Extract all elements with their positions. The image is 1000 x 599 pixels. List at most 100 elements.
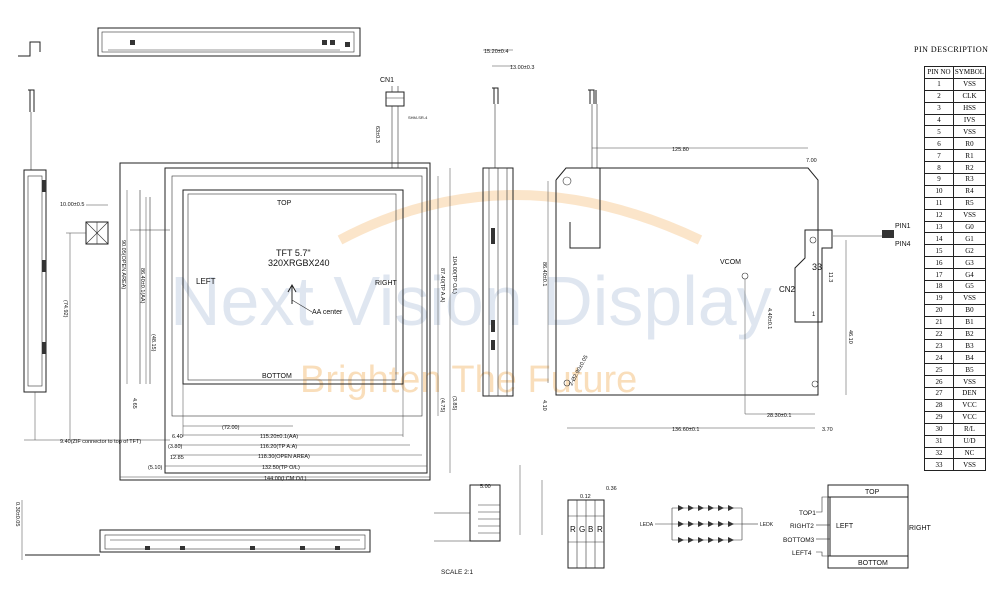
cn1-part: SHM-SR-4 xyxy=(408,115,428,120)
pin-number: 4 xyxy=(924,113,954,127)
pin-symbol: G1 xyxy=(953,232,986,246)
dim-tp-ol-height: 104.00(TP O/L) xyxy=(451,256,457,294)
pin-number: 11 xyxy=(924,196,954,210)
led-array xyxy=(678,505,734,543)
pin-symbol: G3 xyxy=(953,256,986,270)
watermark-arc xyxy=(337,190,703,245)
dim-aa-width: 115.20±0.1(AA) xyxy=(260,434,298,440)
pin-symbol: R5 xyxy=(953,196,986,210)
dim-aa-height: 86.40±0.1(AA) xyxy=(139,268,145,304)
dim-hole-spacing-h: 136.60±0.1 xyxy=(672,427,700,433)
pin-symbol: B1 xyxy=(953,315,986,329)
dim-half-height: (48.15) xyxy=(150,334,156,352)
pin-symbol: VSS xyxy=(953,458,986,472)
pin-number: 7 xyxy=(924,149,954,163)
pin-symbol: VSS xyxy=(953,77,986,91)
aa-center-label: AA center xyxy=(312,309,343,316)
touch-top-label: TOP xyxy=(865,489,880,496)
pin-number: 9 xyxy=(924,173,954,186)
touch-right-label: RIGHT xyxy=(909,525,932,532)
dim-offset-c: 12.85 xyxy=(170,455,184,461)
back-view: PIN1 PIN4 33 CN2 1 VCOM 125.80 7.00 86.4… xyxy=(541,89,911,433)
touch-left-label: LEFT xyxy=(836,523,854,530)
pin-number: 12 xyxy=(924,208,954,222)
zif-dimension: 9.40(ZIF connector to top of TFT) xyxy=(60,439,141,445)
pin-one-marker: 1 xyxy=(812,312,816,318)
pin-symbol: R4 xyxy=(953,184,986,198)
pin-number: 16 xyxy=(924,256,954,270)
pin-symbol: G5 xyxy=(953,280,986,293)
dim-right-margin: 3.70 xyxy=(822,427,833,433)
dim-vcom-height: 4.40±0.1 xyxy=(766,308,772,329)
side-thickness-total: 15.20±0.4 xyxy=(484,49,508,55)
pin-number: 24 xyxy=(924,351,954,365)
dim-cn2-height: 11.3 xyxy=(827,272,833,282)
pin1-label: PIN1 xyxy=(895,223,911,230)
pin-symbol: CLK xyxy=(953,89,986,103)
side-thickness-lcm: 13.00±0.3 xyxy=(510,65,534,71)
dim-tp-bottom-a: (4.75) xyxy=(439,398,445,413)
pin-number: 25 xyxy=(924,363,954,377)
cn1-connector: CN1 SHM-SR-4 63±0.3 xyxy=(374,77,428,168)
tft-size: TFT 5.7" xyxy=(276,248,311,258)
pin-symbol: VSS xyxy=(953,208,986,222)
watermark-brand: Next Vision Display xyxy=(170,262,772,340)
front-top-label: TOP xyxy=(277,200,292,207)
active-area xyxy=(182,189,404,385)
pin-number: 15 xyxy=(924,244,954,258)
pin-symbol: B2 xyxy=(953,327,986,341)
front-view: 10.00±0.5 TOP TFT 5.7" 320XRGBX240 LEFT … xyxy=(60,162,457,482)
pin-number: 21 xyxy=(924,315,954,329)
pin-number: 27 xyxy=(924,387,954,400)
dim-offset-b: (3.80) xyxy=(168,444,183,450)
cn1-label: CN1 xyxy=(380,77,394,84)
pin-description-title: PIN DESCRIPTION xyxy=(914,45,989,54)
touch-left4: LEFT4 xyxy=(792,550,812,557)
dim-offset-d: (5.10) xyxy=(148,465,163,471)
dim-open-area-height: 90.05(OPEN AREA) xyxy=(120,240,126,289)
subpixel-r1: R xyxy=(570,525,576,534)
pin-number: 18 xyxy=(924,280,954,293)
subpixel-b: B xyxy=(588,525,593,534)
touch-bottom3: BOTTOM3 xyxy=(783,537,815,544)
dim-tp-ol-width: 132.50(TP O/L) xyxy=(262,465,300,471)
pin-symbol: B5 xyxy=(953,363,986,377)
front-right-label: RIGHT xyxy=(375,280,398,287)
cn2-label: CN2 xyxy=(779,285,796,294)
pin-symbol: G2 xyxy=(953,244,986,258)
dim-offset-a: 6.40 xyxy=(172,434,183,440)
dim-back-offset: 7.00 xyxy=(806,158,817,164)
pin-number: 29 xyxy=(924,410,954,424)
pin-number: 30 xyxy=(924,422,954,436)
pin-symbol: VSS xyxy=(953,375,986,389)
dim-lcm-ol-width: 144.00(LCM O/L) xyxy=(264,476,307,482)
pin-symbol: B0 xyxy=(953,303,986,317)
pin-symbol: IVS xyxy=(953,113,986,127)
bottom-edge-view: 0.30±0.05 xyxy=(14,500,371,560)
pin-number: 32 xyxy=(924,446,954,460)
pin-number: 5 xyxy=(924,125,954,139)
pin-symbol: DEN xyxy=(953,387,986,400)
subpixel-gap: 0.12 xyxy=(580,494,591,500)
detail-scale: SCALE 2:1 xyxy=(441,569,474,576)
ledk-label: LEDK xyxy=(760,522,774,528)
dim-vcom-offset: 28.30±0.1 xyxy=(767,413,791,419)
